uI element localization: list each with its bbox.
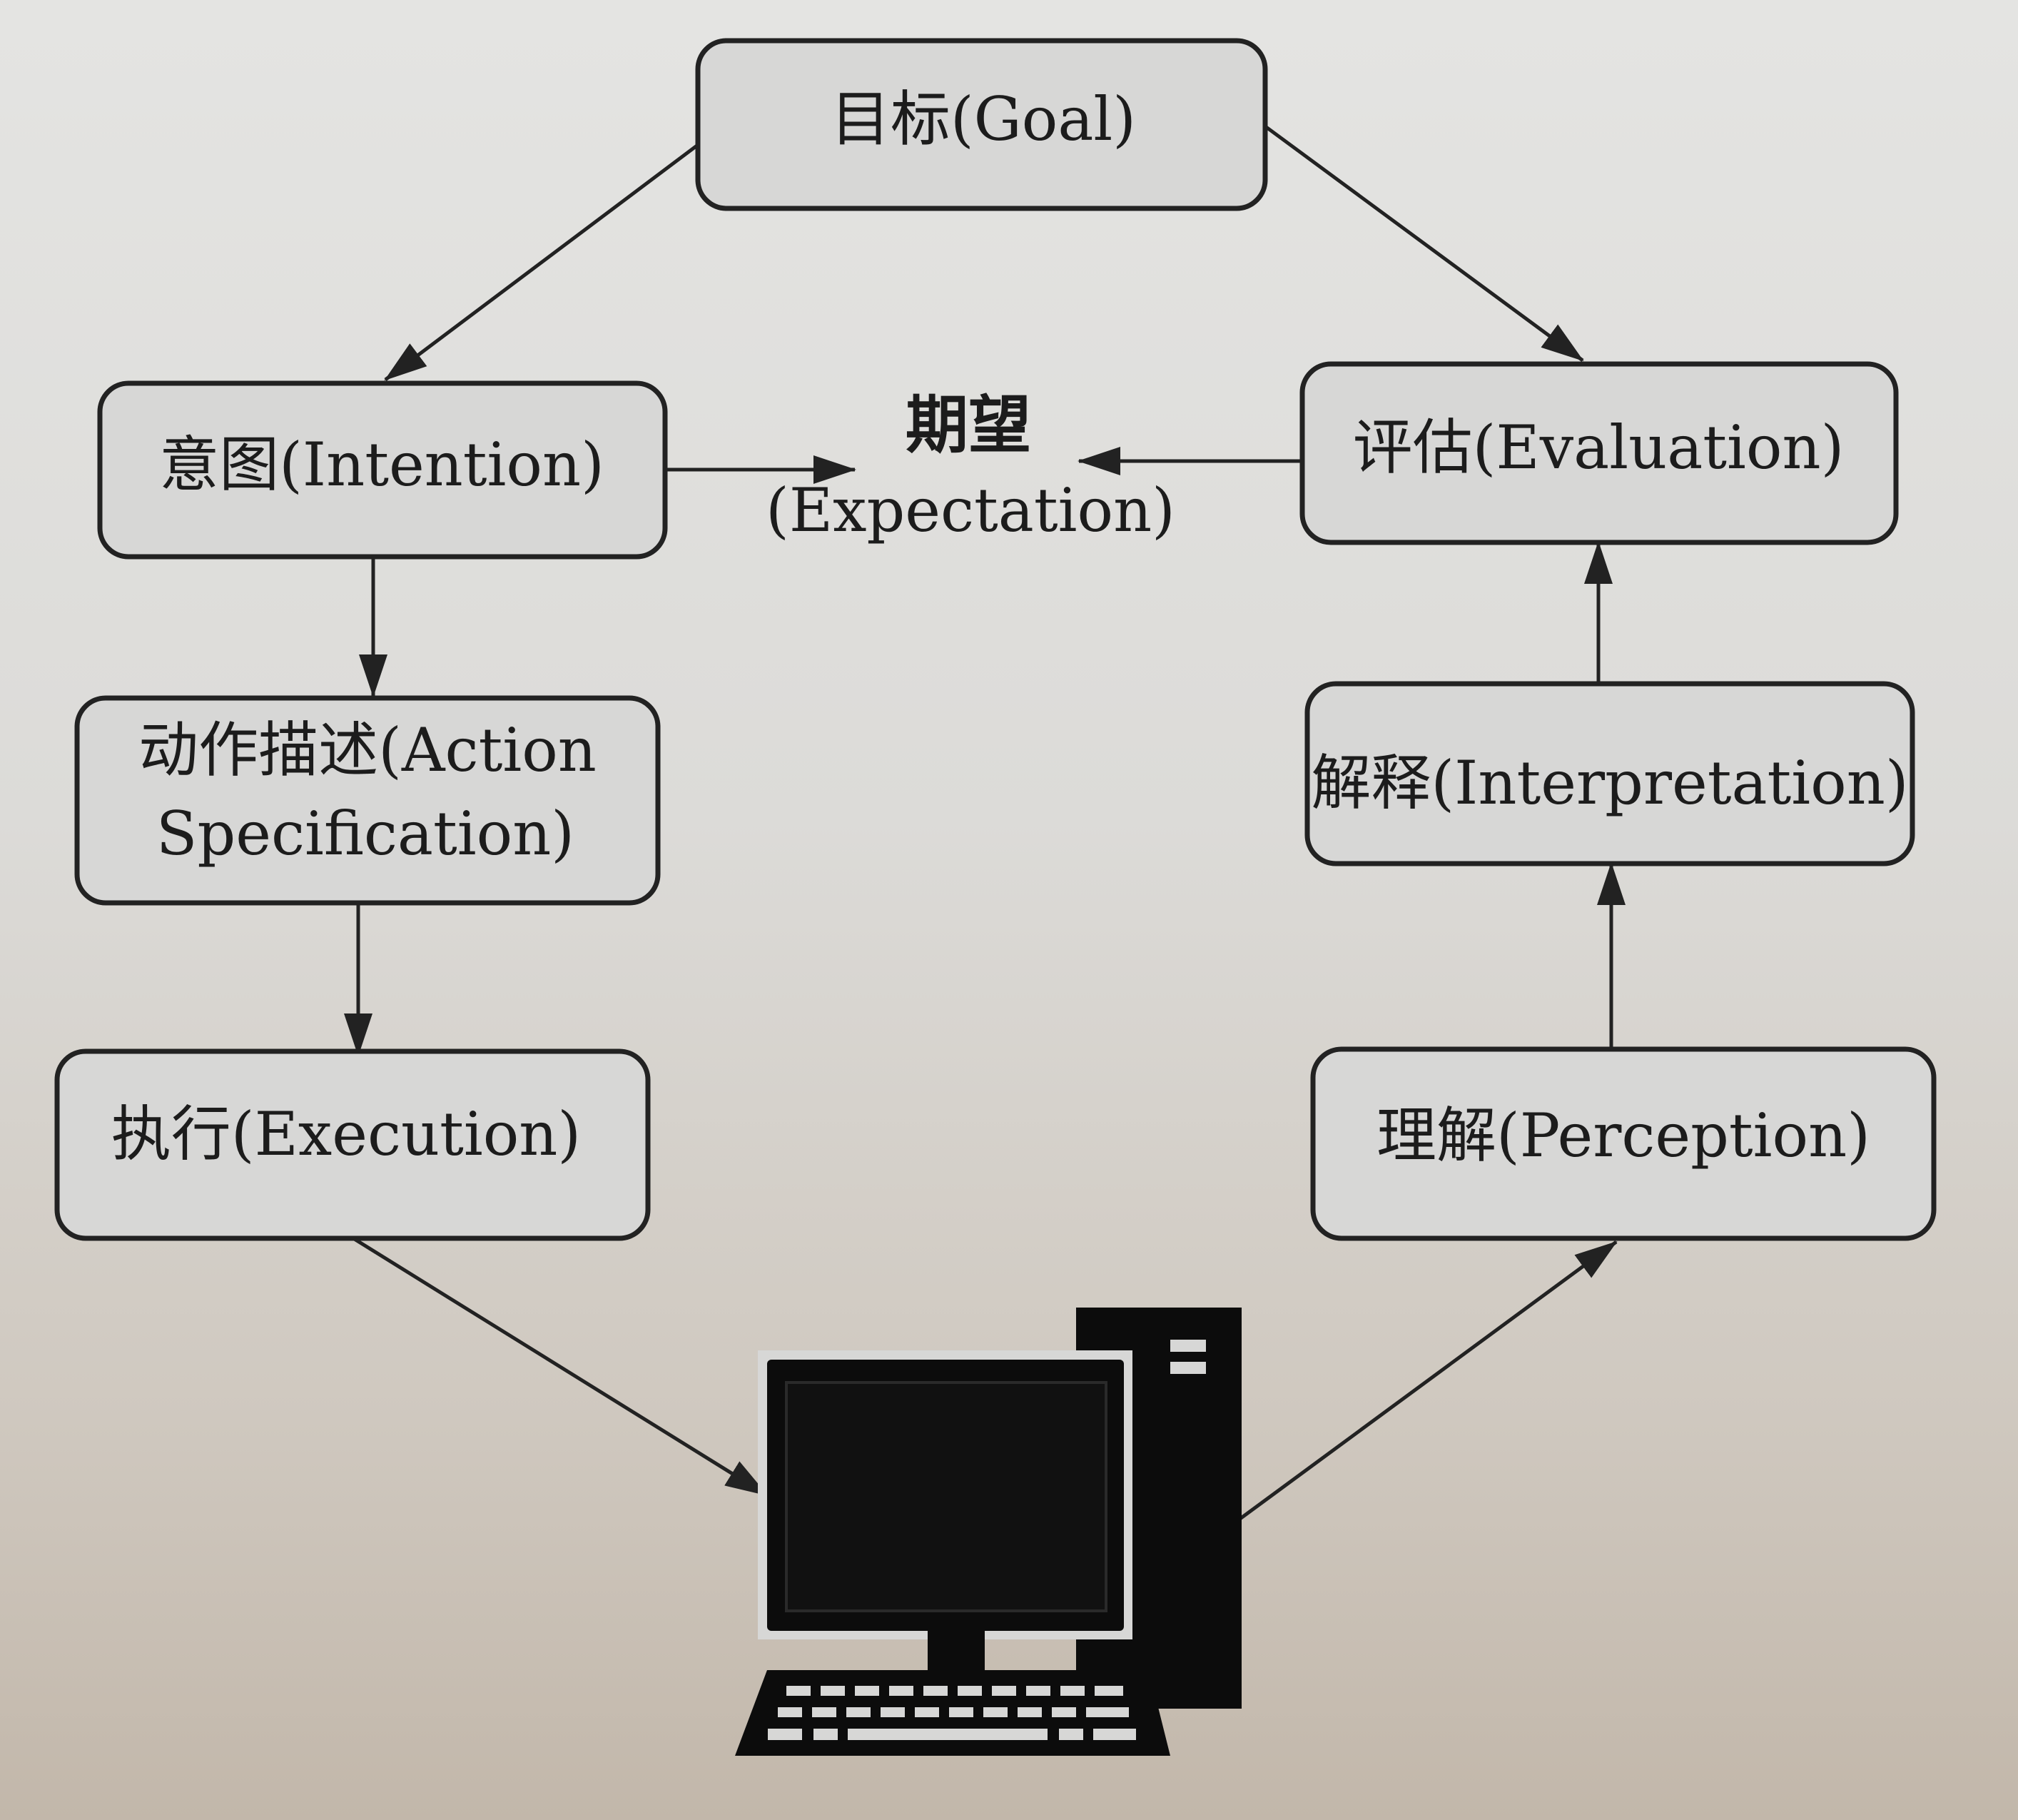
node-perception: 理解(Perception) <box>1310 1046 1937 1241</box>
node-interpretation: 解释(Interpretation) <box>1304 681 1915 866</box>
expectation-subtitle: (Expectation) <box>766 475 1175 545</box>
action-spec-label-line1: 动作描述(Action <box>138 715 597 785</box>
execution-label: 执行(Execution) <box>111 1099 581 1169</box>
edge-goal-to-evaluation <box>1264 124 1584 363</box>
desktop-computer-icon <box>735 1308 1242 1756</box>
node-evaluation: 评估(Evaluation) <box>1299 361 1899 545</box>
action-spec-label-line2: Specification) <box>156 799 574 869</box>
edge-computer-to-perception <box>1237 1240 1618 1522</box>
goal-label: 目标(Goal) <box>831 84 1136 154</box>
intention-label: 意图(Intention) <box>159 430 604 500</box>
node-expectation: 期望 (Expectation) <box>766 388 1175 545</box>
edges <box>344 124 1626 1522</box>
evaluation-label: 评估(Evaluation) <box>1353 413 1845 482</box>
edge-execution-to-computer <box>352 1236 769 1497</box>
node-goal: 目标(Goal) <box>695 38 1268 211</box>
node-action-specification: 动作描述(Action Specification) <box>74 695 661 906</box>
node-intention: 意图(Intention) <box>97 380 668 560</box>
expectation-title: 期望 <box>906 388 1031 462</box>
perception-label: 理解(Perception) <box>1376 1101 1870 1171</box>
interpretation-label: 解释(Interpretation) <box>1311 748 1908 818</box>
edge-goal-to-intention <box>384 143 699 381</box>
node-execution: 执行(Execution) <box>54 1048 651 1241</box>
